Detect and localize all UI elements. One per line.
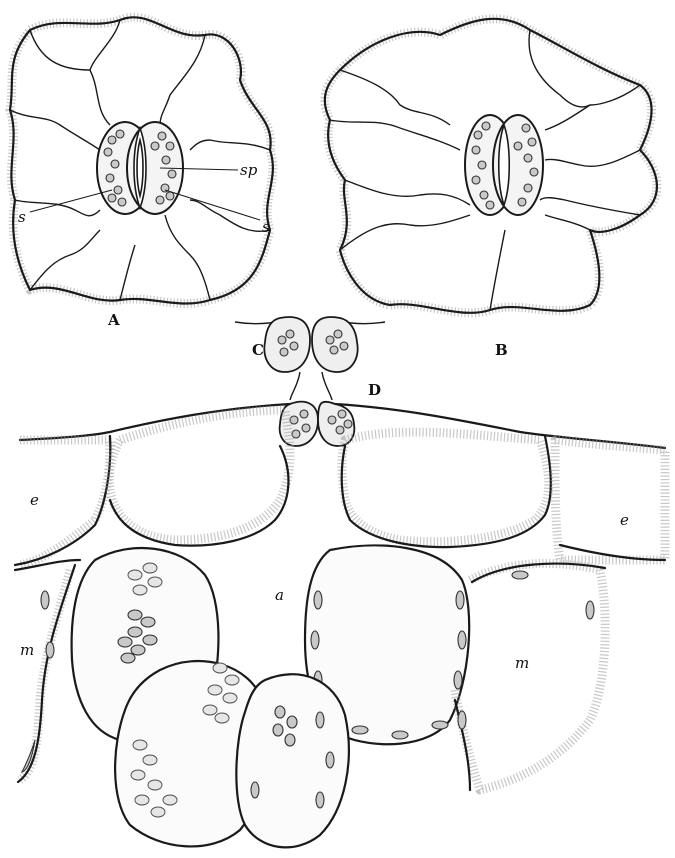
label-panel-b: B [495, 341, 508, 359]
label-sp: sp [240, 161, 258, 179]
panel-c-cross-section: C D [235, 317, 385, 400]
label-m-right: m [515, 654, 529, 672]
label-e-right: e [620, 511, 629, 529]
label-e-left: e [30, 491, 39, 509]
label-s-right: s [262, 218, 270, 236]
panel-d-leaf-section: e e a m m [15, 402, 665, 848]
label-panel-c: C [252, 341, 264, 359]
label-a: a [275, 586, 284, 604]
label-m-left: m [20, 641, 34, 659]
label-panel-d: D [368, 381, 381, 399]
panel-a-surface-view: sp s s A [10, 17, 273, 329]
label-panel-a: A [107, 311, 120, 329]
panel-b-surface-view: B [325, 19, 657, 359]
label-s-left: s [18, 208, 26, 226]
